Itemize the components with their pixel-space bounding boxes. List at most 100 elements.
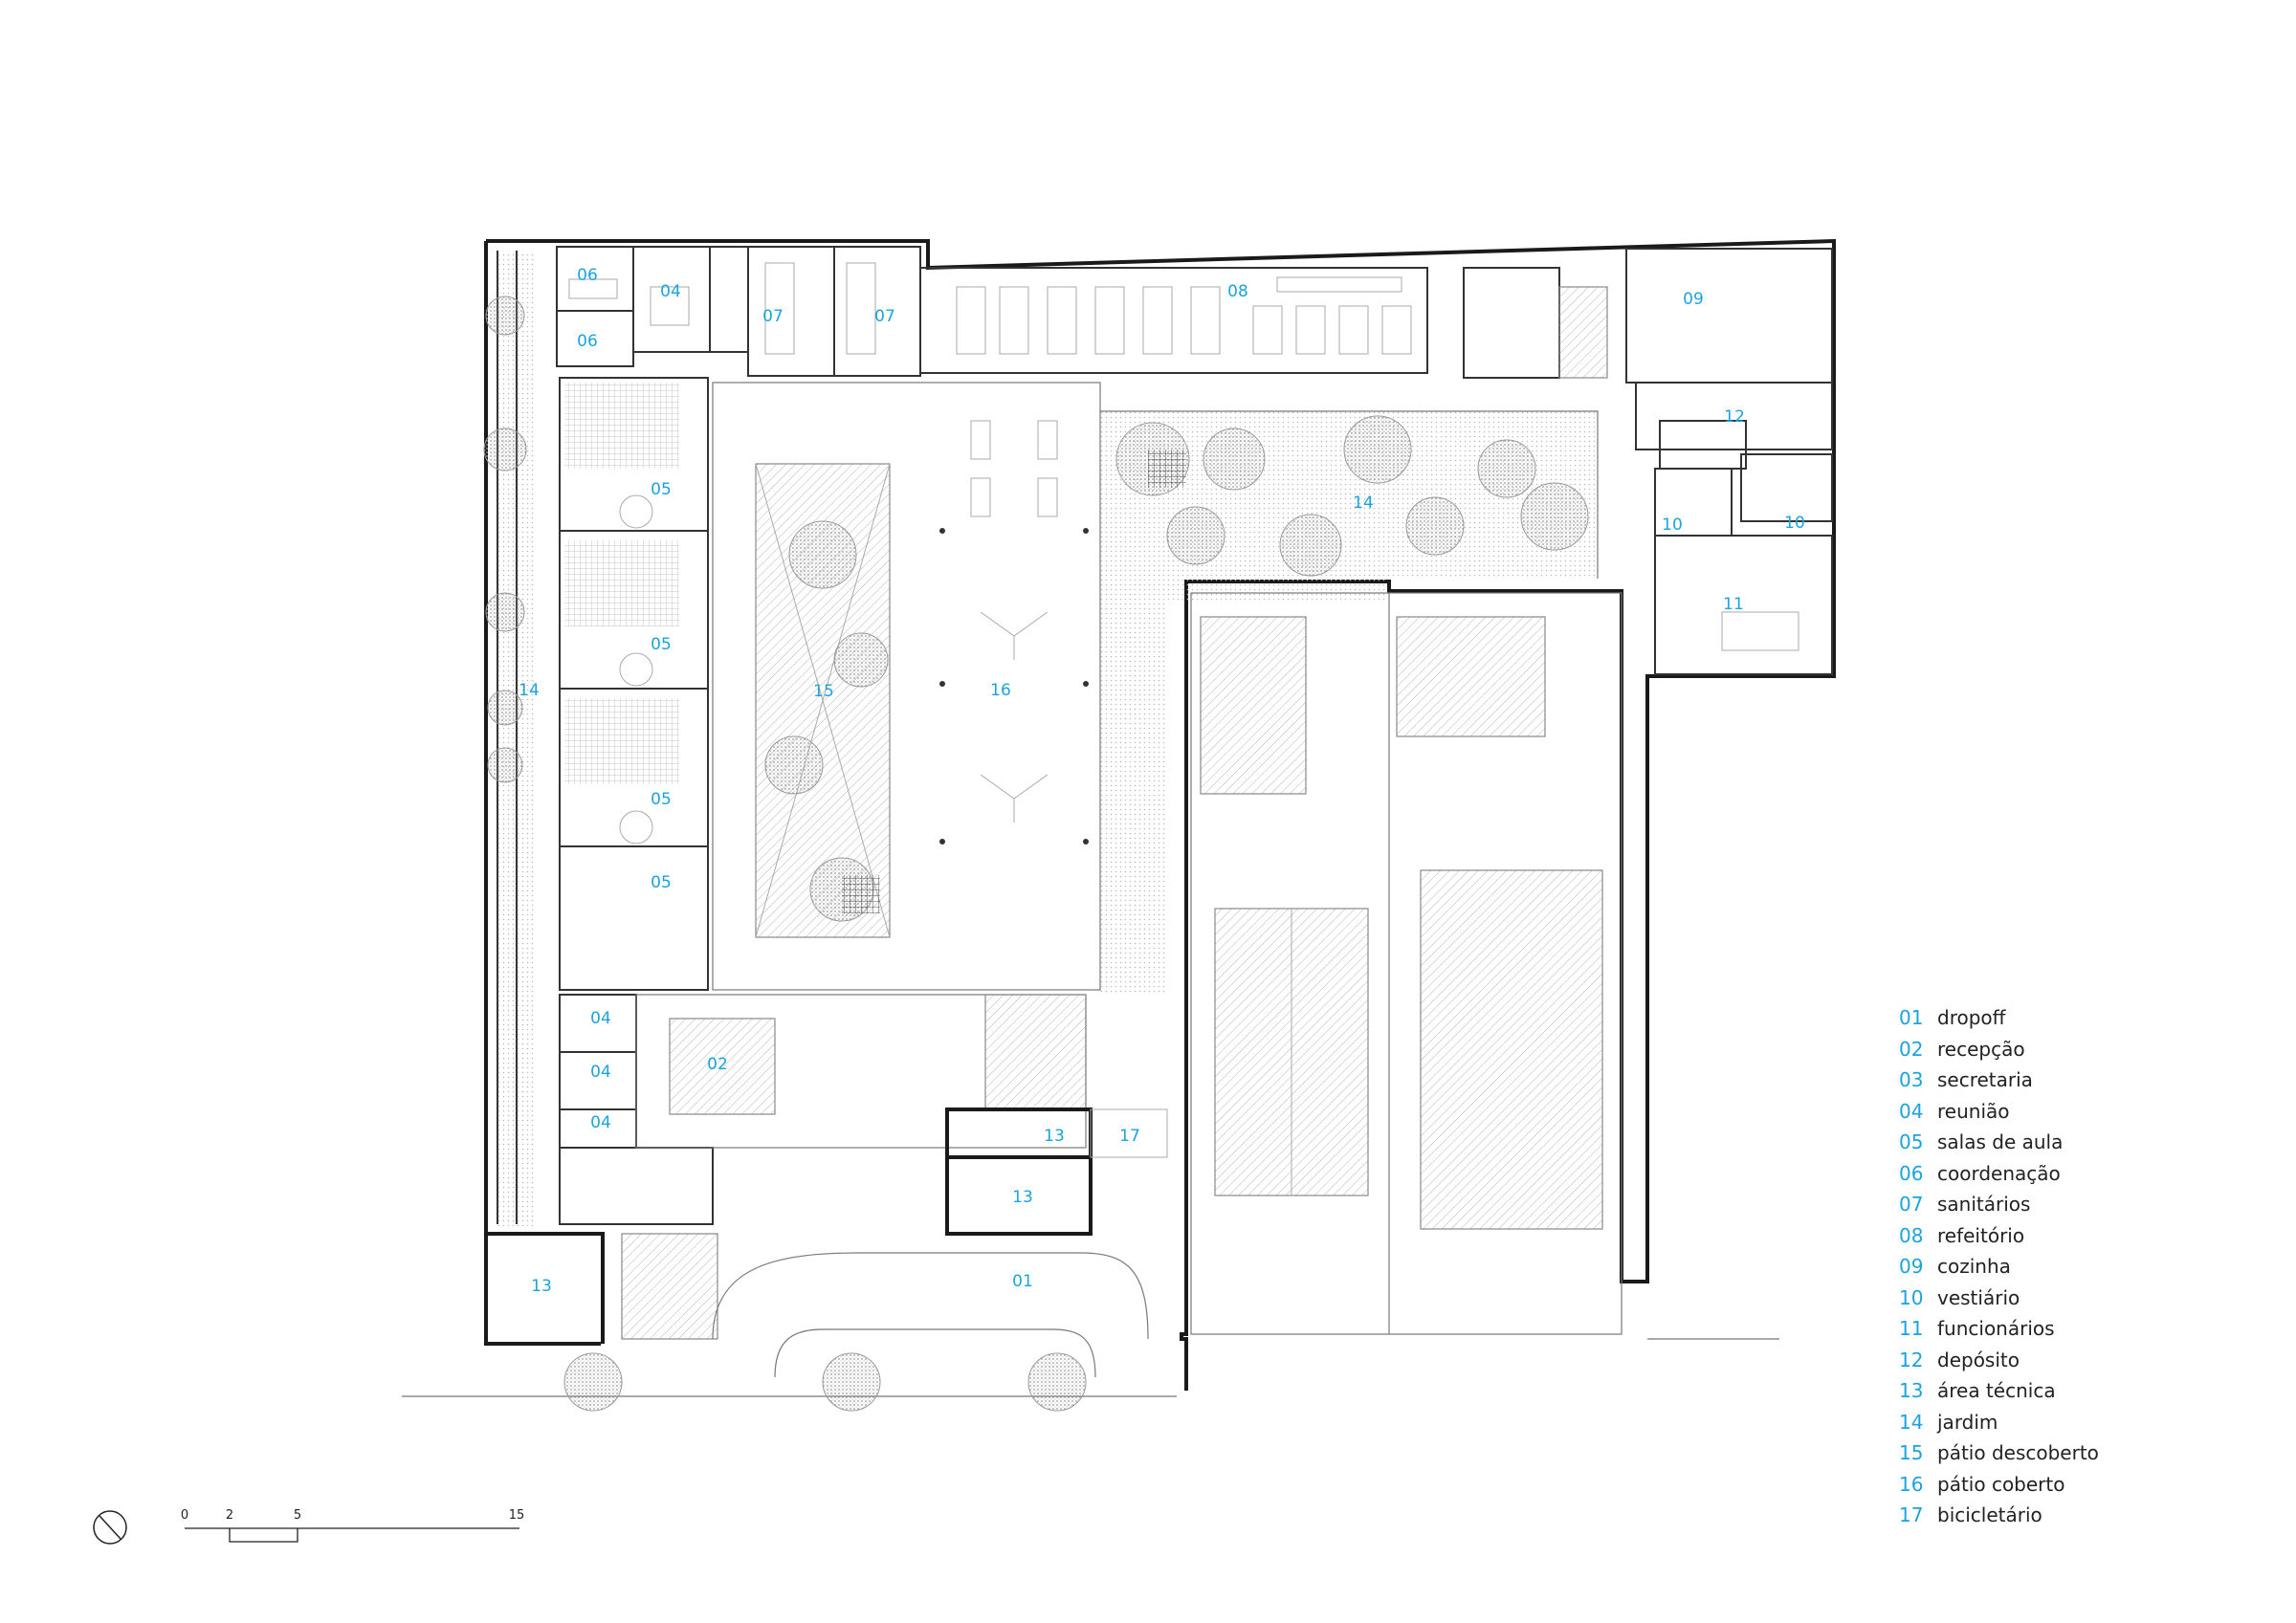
legend-item: 04 reunião <box>1899 1096 2099 1128</box>
legend-label: cozinha <box>1937 1255 2011 1278</box>
legend-label: área técnica <box>1937 1379 2056 1402</box>
room-label: 10 <box>1662 515 1683 535</box>
west-garden-strip <box>497 251 536 1226</box>
legend-number: 11 <box>1899 1317 1924 1340</box>
north-arrow-icon <box>93 1510 127 1545</box>
legend-label: pátio descoberto <box>1937 1441 2099 1464</box>
room-label: 05 <box>651 635 672 654</box>
legend-number: 07 <box>1899 1193 1924 1216</box>
legend-item: 03 secretaria <box>1899 1064 2099 1096</box>
legend-label: salas de aula <box>1937 1130 2064 1153</box>
room-label: 16 <box>990 681 1011 700</box>
room-label: 04 <box>590 1113 611 1132</box>
legend-number: 02 <box>1899 1037 1924 1061</box>
legend-item: 01 dropoff <box>1899 1002 2099 1034</box>
legend-label: coordenação <box>1937 1161 2061 1185</box>
east-courtyard-garden <box>1100 410 1599 995</box>
legend-number: 15 <box>1899 1441 1924 1464</box>
patio-descoberto <box>712 382 1101 991</box>
room-label: 13 <box>531 1277 552 1296</box>
room-label: 11 <box>1723 595 1744 614</box>
legend-item: 02 recepção <box>1899 1034 2099 1065</box>
legend-item: 11 funcionários <box>1899 1313 2099 1345</box>
legend-label: bicicletário <box>1937 1503 2042 1526</box>
patio-coberto <box>939 420 1089 844</box>
legend: 01 dropoff 02 recepção 03 secretaria 04 reun… <box>1899 1002 2099 1531</box>
legend-item: 13 área técnica <box>1899 1375 2099 1407</box>
legend-number: 05 <box>1899 1130 1924 1153</box>
legend-number: 01 <box>1899 1006 1924 1029</box>
refeitorio-area <box>919 267 1428 374</box>
scale-tick-label: 0 <box>181 1508 188 1523</box>
legend-item: 14 jardim <box>1899 1407 2099 1438</box>
scale-tick-label: 15 <box>509 1508 525 1523</box>
room-label: 05 <box>651 790 672 809</box>
legend-number: 06 <box>1899 1161 1924 1185</box>
legend-label: reunião <box>1937 1099 2010 1123</box>
scale-tick-label: 2 <box>226 1508 233 1523</box>
classrooms <box>559 377 709 991</box>
legend-label: recepção <box>1937 1037 2025 1061</box>
scale-bar: 0 2 5 15 <box>181 1508 525 1543</box>
room-label: 06 <box>577 332 598 351</box>
legend-number: 17 <box>1899 1503 1924 1526</box>
legend-number: 08 <box>1899 1223 1924 1247</box>
room-label: 07 <box>874 307 895 326</box>
legend-number: 04 <box>1899 1099 1924 1123</box>
legend-item: 12 depósito <box>1899 1345 2099 1376</box>
room-label: 13 <box>1012 1188 1033 1207</box>
room-label: 01 <box>1012 1272 1033 1291</box>
legend-item: 10 vestiário <box>1899 1283 2099 1314</box>
legend-item: 17 bicicletário <box>1899 1500 2099 1531</box>
room-label: 13 <box>1044 1127 1065 1146</box>
legend-number: 13 <box>1899 1379 1924 1402</box>
legend-label: secretaria <box>1937 1068 2033 1091</box>
room-label: 04 <box>590 1009 611 1028</box>
room-label: 10 <box>1784 514 1805 533</box>
legend-label: vestiário <box>1937 1285 2020 1309</box>
legend-label: refeitório <box>1937 1223 2025 1247</box>
west-garden-trees <box>483 296 527 783</box>
scale-tick-label: 5 <box>294 1508 301 1523</box>
room-label: 02 <box>707 1055 728 1074</box>
legend-label: pátio coberto <box>1937 1472 2065 1496</box>
room-label: 15 <box>813 682 834 701</box>
legend-item: 07 sanitários <box>1899 1189 2099 1220</box>
room-label: 14 <box>1353 493 1374 513</box>
outer-wall <box>486 238 1836 1391</box>
room-label: 04 <box>590 1063 611 1082</box>
room-label: 06 <box>577 266 598 285</box>
legend-number: 14 <box>1899 1410 1924 1434</box>
room-label: 04 <box>660 282 681 301</box>
room-labels: 06 06 04 07 07 08 09 12 10 10 11 05 05 0… <box>519 266 1805 1296</box>
legend-label: jardim <box>1937 1410 1998 1434</box>
legend-number: 10 <box>1899 1285 1924 1309</box>
room-label: 08 <box>1227 282 1248 301</box>
lower-block <box>559 994 1168 1340</box>
room-label: 14 <box>519 681 540 700</box>
legend-number: 16 <box>1899 1472 1924 1496</box>
top-rooms <box>556 246 921 377</box>
legend-item: 06 coordenação <box>1899 1158 2099 1190</box>
legend-number: 09 <box>1899 1255 1924 1278</box>
room-label: 07 <box>762 307 784 326</box>
legend-number: 03 <box>1899 1068 1924 1091</box>
room-label: 17 <box>1119 1127 1140 1146</box>
legend-item: 09 cozinha <box>1899 1251 2099 1283</box>
legend-label: dropoff <box>1937 1006 2006 1029</box>
kitchen-block <box>1463 248 1833 675</box>
legend-item: 16 pátio coberto <box>1899 1469 2099 1501</box>
room-label: 05 <box>651 873 672 892</box>
room-label: 05 <box>651 480 672 499</box>
legend-label: depósito <box>1937 1348 2020 1371</box>
legend-label: sanitários <box>1937 1193 2031 1216</box>
dropoff-road <box>402 1252 1779 1412</box>
legend-number: 12 <box>1899 1348 1924 1371</box>
legend-item: 08 refeitório <box>1899 1220 2099 1252</box>
legend-label: funcionários <box>1937 1317 2055 1340</box>
existing-building <box>1190 592 1623 1335</box>
room-label: 12 <box>1724 407 1745 427</box>
room-label: 09 <box>1683 290 1704 309</box>
legend-item: 15 pátio descoberto <box>1899 1437 2099 1469</box>
